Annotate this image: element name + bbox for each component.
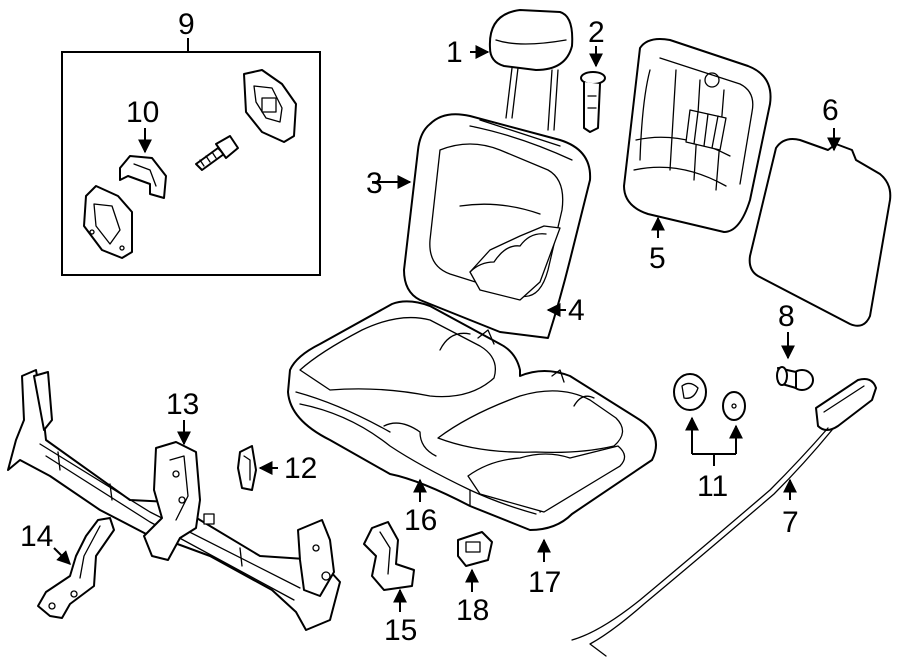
callout-4: 4 — [568, 294, 585, 327]
callout-5: 5 — [649, 242, 666, 275]
part-6-back-panel[interactable] — [748, 128, 892, 327]
part-5-seatback-frame[interactable] — [623, 38, 772, 238]
part-10-bracket[interactable] — [119, 128, 167, 199]
callout-14: 14 — [20, 520, 53, 553]
part-11-grommets[interactable] — [673, 373, 746, 466]
part-2-guide-sleeve[interactable] — [580, 46, 606, 133]
part-9-lower-plate[interactable] — [83, 185, 133, 259]
part-9-upper-plate[interactable] — [243, 69, 297, 143]
callout-labels: 1 2 3 4 5 6 7 8 9 10 11 12 13 14 15 16 1… — [20, 8, 839, 647]
part-7-release-cable[interactable] — [571, 378, 877, 657]
callout-12: 12 — [284, 452, 317, 485]
callout-9: 9 — [178, 8, 195, 41]
callout-15: 15 — [384, 614, 417, 647]
callout-17: 17 — [528, 566, 561, 599]
part-16-seat-cushion[interactable] — [287, 300, 657, 562]
part-15-latch-cover[interactable] — [363, 521, 415, 612]
callout-11: 11 — [697, 470, 728, 503]
part-1-headrest[interactable] — [470, 9, 574, 131]
callout-3: 3 — [366, 167, 383, 200]
callout-13: 13 — [166, 388, 199, 421]
callout-16: 16 — [404, 504, 437, 537]
kit-group-box — [61, 38, 321, 276]
callout-18: 18 — [456, 594, 489, 627]
callout-6: 6 — [822, 94, 839, 127]
callout-2: 2 — [588, 16, 605, 49]
part-3-seatback-cover[interactable] — [372, 113, 592, 339]
callout-7: 7 — [782, 506, 799, 539]
part-12-clip[interactable] — [237, 445, 278, 491]
part-13-seat-frame[interactable] — [7, 369, 341, 631]
part-9-bolt[interactable] — [195, 135, 239, 171]
callout-10: 10 — [126, 96, 159, 129]
callout-8: 8 — [778, 300, 795, 333]
part-18-latch-clip[interactable] — [457, 531, 493, 592]
part-8-push-pin[interactable] — [776, 332, 814, 391]
part-14-side-bracket[interactable] — [37, 517, 115, 619]
callout-1: 1 — [446, 36, 463, 69]
